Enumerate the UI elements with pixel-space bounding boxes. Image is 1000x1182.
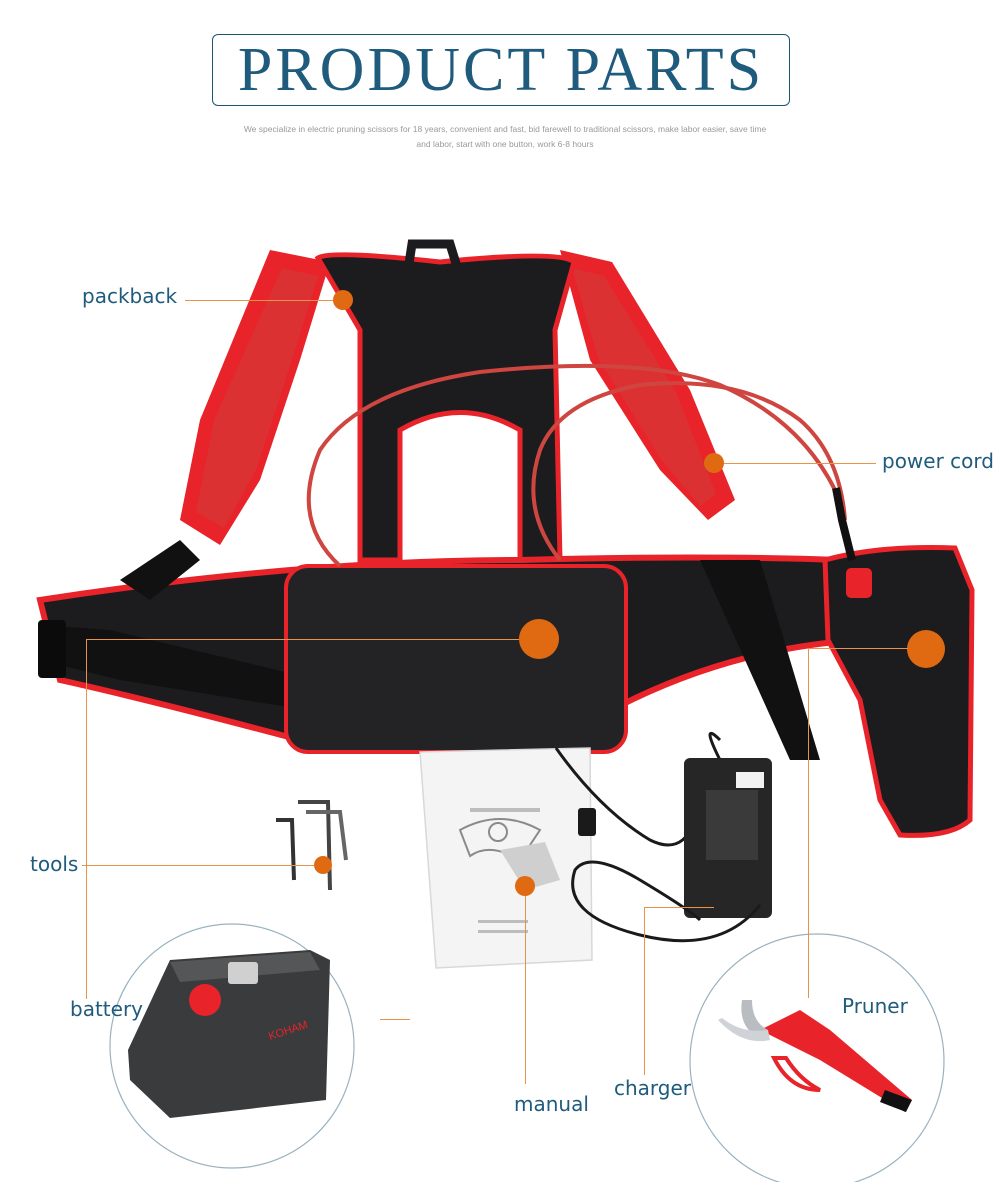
title-frame: PRODUCT PARTS — [212, 34, 790, 106]
subtitle: We specialize in electric pruning scisso… — [240, 122, 770, 152]
pruner-leader-line — [808, 648, 809, 998]
charger-leader-line — [644, 907, 645, 1075]
battery-side-tick — [380, 1019, 410, 1020]
manual-image — [419, 747, 593, 969]
tools-image — [276, 800, 348, 891]
page-title: PRODUCT PARTS — [237, 36, 765, 104]
manual-marker — [515, 876, 535, 896]
holster-marker — [907, 630, 945, 668]
battery-leader-vertical — [86, 639, 87, 999]
packback-marker — [333, 290, 353, 310]
pruner-leader-horizontal — [808, 648, 908, 649]
label-charger: charger — [614, 1076, 692, 1100]
subtitle-line-2: and labor, start with one button, work 6… — [416, 139, 594, 149]
power-cord-leader-line — [724, 463, 876, 464]
label-power-cord: power cord — [882, 449, 994, 473]
pruner-image — [689, 933, 945, 1182]
label-battery: battery — [70, 997, 143, 1021]
pouch-leader-line — [86, 639, 519, 640]
tools-leader-line — [82, 865, 314, 866]
packback-leader-line — [185, 300, 333, 301]
battery-image: KOHAM — [109, 923, 355, 1169]
power-cord-marker — [704, 453, 724, 473]
subtitle-line-1: We specialize in electric pruning scisso… — [243, 124, 767, 134]
label-pruner: Pruner — [842, 994, 908, 1018]
manual-leader-line — [525, 896, 526, 1084]
charger-leader-horizontal — [644, 907, 714, 908]
power-cord-image — [306, 363, 872, 598]
tools-marker — [314, 856, 332, 874]
label-manual: manual — [514, 1092, 589, 1116]
charger-image — [554, 731, 772, 943]
label-packback: packback — [82, 284, 178, 308]
label-tools: tools — [30, 852, 79, 876]
packback-image — [36, 239, 975, 838]
pouch-marker — [519, 619, 559, 659]
